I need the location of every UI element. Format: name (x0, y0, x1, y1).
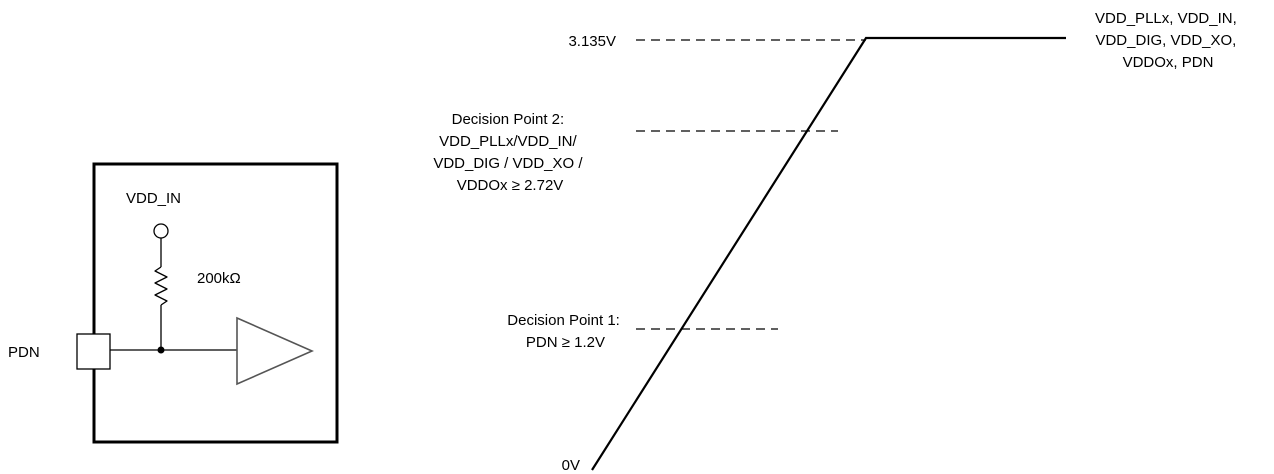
vdd-in-supply-label: VDD_IN (126, 190, 181, 207)
voltage-bottom-label: 0V (562, 457, 580, 474)
trace-signal-label: VDD_PLLx, VDD_IN, VDD_DIG, VDD_XO, VDDOx… (1095, 10, 1241, 71)
decision-point-2-label: Decision Point 2: VDD_PLLx/VDD_IN/ VDD_D… (433, 111, 586, 194)
decision-point-2-label-line: VDD_PLLx/VDD_IN/ (439, 133, 577, 150)
device-boundary-box (92, 162, 339, 444)
pdn-pin-label: PDN (8, 344, 40, 361)
pdn-circuit: VDD_IN 200kΩ PDN (8, 162, 339, 444)
voltage-top-label: 3.135V (568, 33, 616, 50)
supply-voltage-ramp-trace (591, 36, 1066, 471)
decision-point-2-label-line: VDDOx ≥ 2.72V (457, 177, 564, 194)
decision-point-1-label-line: PDN ≥ 1.2V (526, 334, 605, 351)
decision-point-1-label: Decision Point 1: PDN ≥ 1.2V (507, 312, 624, 351)
trace-signal-label-line: VDDOx, PDN (1123, 54, 1214, 71)
decision-point-1-label-line: Decision Point 1: (507, 312, 620, 329)
resistor-icon (154, 266, 168, 306)
buffer-amplifier-icon (236, 316, 314, 386)
power-up-waveform: 3.135V 0V VDD_PLLx, VDD_IN, VDD_DIG, VDD… (433, 10, 1241, 474)
trace-signal-label-line: VDD_PLLx, VDD_IN, (1095, 10, 1237, 27)
trace-signal-label-line: VDD_DIG, VDD_XO, (1095, 32, 1236, 49)
decision-point-2-label-line: Decision Point 2: (452, 111, 565, 128)
decision-point-2-label-line: VDD_DIG / VDD_XO / (433, 155, 583, 172)
supply-terminal-icon (153, 223, 169, 239)
resistor-value-label: 200kΩ (197, 270, 241, 287)
junction-dot (157, 346, 165, 354)
pdn-pin-pad (76, 333, 111, 370)
